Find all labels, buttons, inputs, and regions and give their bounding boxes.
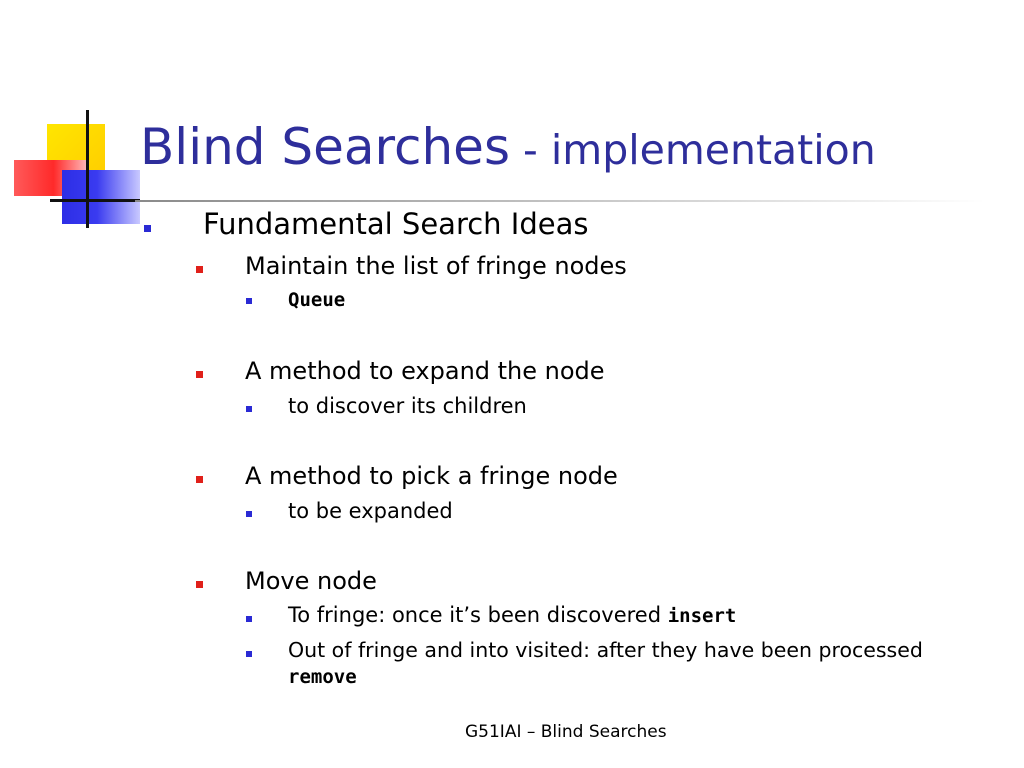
list-item-text: To fringe: once it’s been discovered: [288, 603, 668, 627]
bullet-icon: [246, 406, 252, 412]
slide-title: Blind Searches - implementation: [140, 118, 876, 176]
list-item: To fringe: once it’s been discovered ins…: [288, 603, 736, 627]
slide-footer: G51IAI – Blind Searches: [465, 722, 667, 742]
bullet-icon: [196, 266, 203, 273]
list-item: Move node: [245, 567, 377, 595]
bullet-icon: [196, 476, 203, 483]
list-item: Out of fringe and into visited: after th…: [288, 638, 923, 662]
bullet-icon: [196, 371, 203, 378]
bullet-icon: [196, 581, 203, 588]
logo-blue-square: [62, 170, 140, 224]
title-underline: [135, 200, 985, 202]
logo-horizontal-line: [50, 199, 140, 202]
code-keyword: insert: [667, 605, 737, 627]
slide-logo: [0, 0, 140, 240]
title-main: Blind Searches: [140, 118, 510, 176]
code-keyword: remove: [288, 666, 357, 688]
bullet-icon: [246, 651, 252, 657]
list-item: Fundamental Search Ideas: [203, 207, 589, 241]
list-item: A method to pick a fringe node: [245, 462, 618, 490]
bullet-icon: [246, 511, 252, 517]
logo-vertical-line: [86, 110, 89, 228]
list-item: A method to expand the node: [245, 357, 605, 385]
list-item: to be expanded: [288, 499, 453, 523]
bullet-icon: [246, 616, 252, 622]
list-item: Queue: [288, 289, 346, 311]
bullet-icon: [144, 225, 151, 232]
list-item: to discover its children: [288, 394, 527, 418]
bullet-icon: [246, 298, 252, 304]
title-subtitle: - implementation: [510, 126, 876, 174]
list-item: Maintain the list of fringe nodes: [245, 252, 627, 280]
